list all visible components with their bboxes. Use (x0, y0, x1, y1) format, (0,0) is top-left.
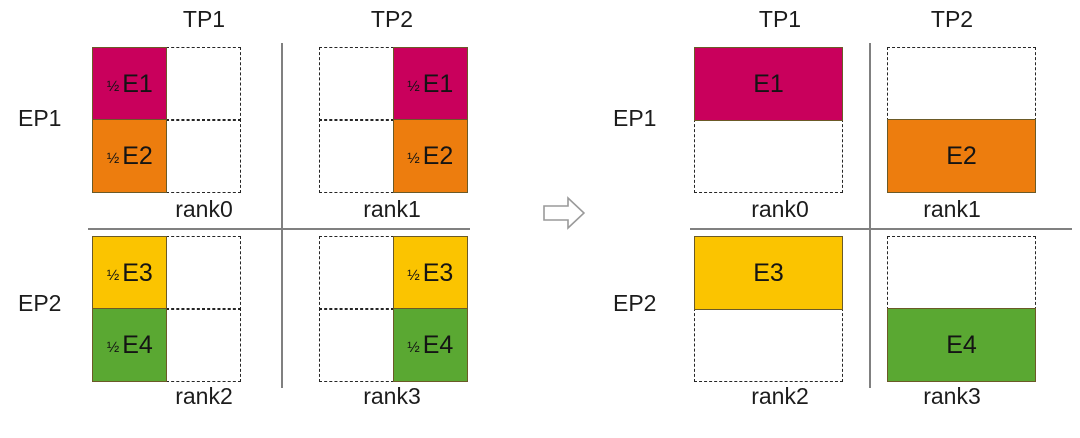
right-ep-label-2: EP2 (613, 290, 657, 316)
expert-name: E1 (422, 69, 454, 98)
left-tp-header-1: TP1 (182, 6, 226, 32)
rank-label-left-rank3: rank3 (363, 383, 421, 409)
right-tp-header-1: TP1 (758, 6, 802, 32)
cell-label-rank1-after-bottom: E2 (946, 142, 977, 171)
expert-name: E1 (753, 69, 784, 98)
cell-rank2-bottom-right (165, 308, 241, 382)
fraction-one-half: ½ (407, 77, 420, 95)
cell-rank1-bottom-left (319, 119, 395, 193)
cell-rank3-after-top (887, 236, 1036, 310)
cell-label-rank0-after-top: E1 (753, 70, 784, 99)
rank-label-left-rank0: rank0 (175, 196, 233, 222)
cell-rank2-after-top: E3 (694, 236, 843, 310)
cell-rank0-bottom-right (165, 119, 241, 193)
rank-box-rank1-after: E2 (887, 47, 1036, 193)
right-block-arrow-icon (543, 196, 586, 235)
expert-name: E4 (946, 330, 977, 359)
cell-rank2-top-right (165, 236, 241, 310)
right-tp-header-2: TP2 (930, 6, 974, 32)
cell-rank1-after-bottom: E2 (887, 119, 1036, 193)
right-horizontal-divider (690, 228, 1072, 230)
rank-label-right-rank3: rank3 (923, 383, 981, 409)
fraction-one-half: ½ (106, 266, 120, 284)
rank-label-right-rank2: rank2 (751, 383, 809, 409)
right-ep-label-1: EP1 (613, 105, 657, 131)
cell-label-rank2-after-top: E3 (753, 259, 784, 288)
cell-rank3-after-bottom: E4 (887, 308, 1036, 382)
cell-rank2-after-bottom (694, 308, 843, 382)
rank-box-rank0-after: E1 (694, 47, 843, 193)
cell-rank0-after-top: E1 (694, 47, 843, 121)
expert-name: E2 (122, 141, 153, 170)
expert-name: E3 (422, 258, 454, 287)
cell-rank0-after-bottom (694, 119, 843, 193)
cell-rank1-after-top (887, 47, 1036, 121)
fraction-one-half: ½ (407, 266, 420, 284)
left-ep-label-2: EP2 (18, 290, 62, 316)
cell-label-rank3-after-bottom: E4 (946, 331, 977, 360)
expert-name: E3 (753, 258, 784, 287)
left-vertical-divider (281, 43, 283, 388)
fraction-one-half: ½ (407, 149, 420, 167)
right-vertical-divider (869, 43, 871, 388)
left-tp-header-2: TP2 (370, 6, 414, 32)
rank-label-right-rank1: rank1 (923, 196, 981, 222)
cell-rank0-top-right (165, 47, 241, 121)
fraction-one-half: ½ (106, 149, 120, 167)
expert-name: E2 (946, 141, 977, 170)
fraction-one-half: ½ (106, 338, 120, 356)
rank-box-rank3-after: E4 (887, 236, 1036, 382)
rank-label-left-rank1: rank1 (363, 196, 421, 222)
expert-name: E3 (122, 258, 153, 287)
cell-rank3-top-left (319, 236, 395, 310)
fraction-one-half: ½ (106, 77, 120, 95)
rank-box-rank2-after: E3 (694, 236, 843, 382)
cell-rank1-top-left (319, 47, 395, 121)
expert-name: E4 (122, 330, 153, 359)
rank-label-right-rank0: rank0 (751, 196, 809, 222)
left-horizontal-divider (88, 228, 470, 230)
expert-name: E2 (422, 141, 454, 170)
fraction-one-half: ½ (407, 338, 420, 356)
rank-label-left-rank2: rank2 (175, 383, 233, 409)
expert-name: E1 (122, 69, 153, 98)
expert-name: E4 (422, 330, 454, 359)
cell-rank3-bottom-left (319, 308, 395, 382)
left-ep-label-1: EP1 (18, 105, 62, 131)
